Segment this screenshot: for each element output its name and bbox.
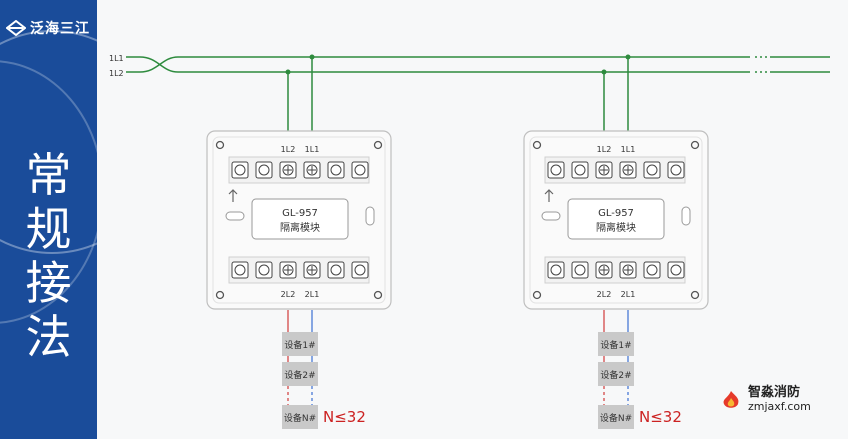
isolation-module: 1L2 1L1 GL-957 隔离模块 2L2 2L1	[206, 54, 392, 429]
device-label: 设备1#	[284, 339, 315, 351]
sidebar: 泛海三江 常 规 接 法	[0, 0, 97, 439]
brand-name: 泛海三江	[30, 21, 90, 37]
terminal-label: 1L2	[597, 145, 612, 154]
device-label: 设备N#	[284, 412, 316, 424]
device-limit: N≤32	[323, 408, 366, 426]
page-title-char: 常	[25, 148, 72, 202]
device-limit: N≤32	[639, 408, 682, 426]
watermark-en: zmjaxf.com	[748, 400, 811, 413]
bus-break	[755, 56, 767, 73]
arrow-up-icon	[544, 189, 554, 202]
isolation-module: 1L2 1L1 GL-957 隔离模块 2L2 2L1	[523, 54, 709, 429]
terminal-label: 1L1	[621, 145, 636, 154]
terminal-label: 2L2	[281, 290, 296, 299]
device-label: 设备2#	[284, 369, 315, 381]
terminal-label: 1L1	[305, 145, 320, 154]
module-name: 隔离模块	[596, 221, 636, 234]
device-label: 设备1#	[600, 339, 631, 351]
terminal-label: 1L2	[281, 145, 296, 154]
bus-label-1l1: 1L1	[109, 54, 124, 63]
terminal-label: 2L1	[305, 290, 320, 299]
watermark: 智淼消防 zmjaxf.com	[720, 386, 811, 413]
terminal-label: 2L2	[597, 290, 612, 299]
flame-logo-icon	[723, 390, 739, 408]
watermark-cn: 智淼消防	[748, 385, 801, 400]
bus-label-1l2: 1L2	[109, 69, 124, 78]
terminal-label: 2L1	[621, 290, 636, 299]
brand-logo: 泛海三江	[6, 18, 90, 38]
bus-wires	[126, 56, 830, 73]
module-model: GL-957	[598, 208, 634, 219]
module-model: GL-957	[282, 208, 318, 219]
device-label: 设备2#	[600, 369, 631, 381]
page-title-char: 接	[25, 256, 72, 310]
page-title: 常 规 接 法	[0, 148, 97, 364]
device-label: 设备N#	[600, 412, 632, 424]
page-title-char: 法	[25, 310, 72, 364]
diamond-logo-icon	[6, 20, 26, 36]
arrow-up-icon	[228, 189, 238, 202]
page-title-char: 规	[25, 202, 72, 256]
module-name: 隔离模块	[280, 221, 320, 234]
